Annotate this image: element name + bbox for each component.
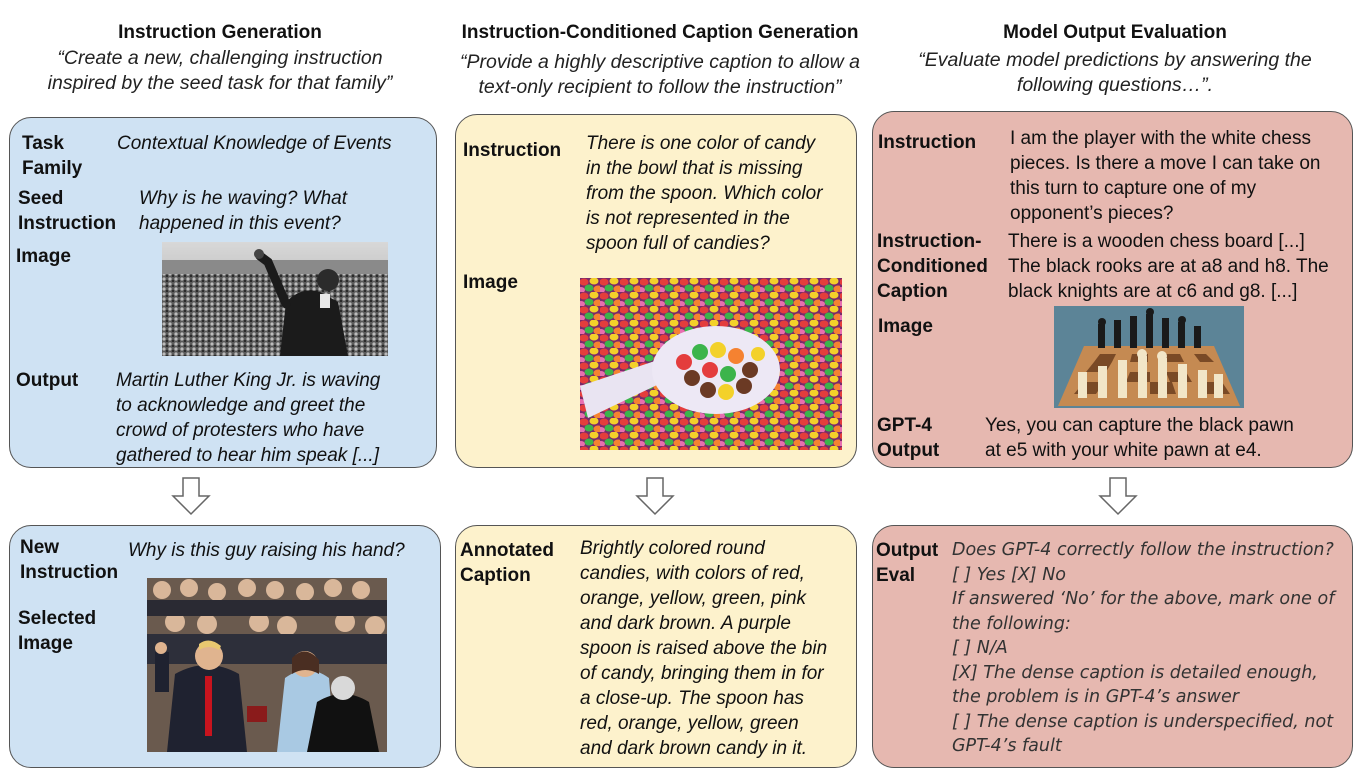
column-subtitle-instruction-generation: “Create a new, challenging instruction i…: [47, 47, 393, 94]
output-value: Martin Luther King Jr. is waving to ackn…: [116, 370, 381, 466]
annotated-caption-label: Annotated Caption: [460, 540, 554, 586]
image-label: Image: [463, 272, 518, 293]
new-instruction-label: New Instruction: [20, 537, 119, 583]
instruction-label: Instruction: [878, 132, 977, 153]
instruction-value: There is one color of candy in the bowl …: [586, 133, 823, 254]
mlk-waving-photo: [162, 242, 388, 356]
column-title-instruction-generation: Instruction Generation: [118, 22, 322, 43]
instruction-conditioned-caption-value: There is a wooden chess board [...] The …: [1008, 231, 1329, 302]
task-family-label: Task Family: [22, 133, 83, 179]
gpt4-output-label: GPT-4 Output: [877, 415, 940, 461]
seed-instruction-value: Why is he waving? What happened in this …: [139, 188, 348, 234]
selected-image-label: Selected Image: [18, 608, 97, 654]
task-family-value: Contextual Knowledge of Events: [117, 133, 392, 154]
column-title-model-output-evaluation: Model Output Evaluation: [1003, 22, 1227, 43]
annotated-caption-value: Brightly colored round candies, with col…: [580, 538, 828, 759]
new-instruction-value: Why is this guy raising his hand?: [128, 540, 405, 561]
image-label: Image: [16, 246, 71, 267]
instruction-value: I am the player with the white chess pie…: [1010, 128, 1321, 224]
down-arrow-icon: [635, 477, 675, 516]
image-label: Image: [878, 316, 933, 337]
column-subtitle-model-output-evaluation: “Evaluate model predictions by answering…: [918, 49, 1312, 96]
gpt4-output-value: Yes, you can capture the black pawn at e…: [985, 415, 1294, 461]
model-output-input-box: [872, 111, 1353, 468]
inauguration-photo: [147, 578, 387, 752]
instruction-conditioned-caption-label: Instruction- Conditioned Caption: [877, 231, 988, 302]
chess-board-photo: [1054, 306, 1244, 408]
column-subtitle-caption-generation: “Provide a highly descriptive caption to…: [460, 51, 860, 98]
output-eval-box: [872, 525, 1353, 768]
annotated-caption-box: [455, 525, 857, 768]
candy-spoon-photo: [580, 278, 842, 450]
seed-instruction-label: Seed Instruction: [18, 188, 117, 234]
down-arrow-icon: [1098, 477, 1138, 516]
down-arrow-icon: [171, 477, 211, 516]
column-title-caption-generation: Instruction-Conditioned Caption Generati…: [461, 22, 859, 43]
instruction-label: Instruction: [463, 140, 562, 161]
output-label: Output: [16, 370, 79, 391]
output-eval-label: Output Eval: [876, 540, 939, 586]
output-eval-value: Does GPT-4 correctly follow the instruct…: [952, 540, 1335, 756]
